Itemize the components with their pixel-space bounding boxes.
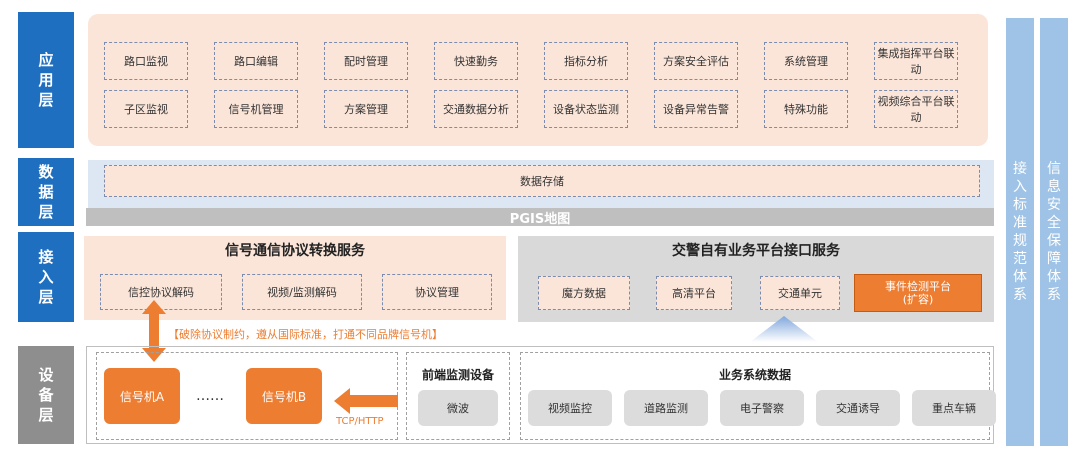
layer-label-device: 设备层 — [18, 346, 74, 444]
signal-machine-b-label: 信号机B — [261, 389, 307, 404]
app-item-row2-label: 交通数据分析 — [443, 103, 509, 116]
app-item-row1-label: 路口监视 — [124, 55, 168, 68]
pgis-map-label: PGIS地图 — [509, 211, 571, 227]
app-item-row1-7: 系统管理 — [764, 42, 848, 80]
hd-platform-label: 高清平台 — [672, 287, 716, 300]
business-item-label: 视频监控 — [548, 402, 592, 415]
app-item-row2-label: 特殊功能 — [784, 103, 828, 116]
police-service-title: 交警自有业务平台接口服务 — [672, 243, 840, 259]
app-item-row1-8: 集成指挥平台联动 — [874, 42, 958, 80]
app-item-row2-7: 特殊功能 — [764, 90, 848, 128]
business-item-4: 交通诱导 — [816, 390, 900, 426]
double-arrow-icon — [142, 300, 166, 362]
standard-system-bar: 接入标准规范体系 — [1006, 18, 1034, 446]
app-item-row2-6: 设备异常告警 — [654, 90, 738, 128]
app-item-row1-1: 路口监视 — [104, 42, 188, 80]
app-item-row2-8: 视频综合平台联动 — [874, 90, 958, 128]
app-item-row2-2: 信号机管理 — [214, 90, 298, 128]
app-item-row1-5: 指标分析 — [544, 42, 628, 80]
data-storage-box: 数据存储 — [104, 165, 980, 197]
frontend-device-title: 前端监测设备 — [421, 368, 494, 382]
protocol-manage-label: 协议管理 — [415, 286, 459, 299]
app-item-row2-label: 设备状态监测 — [553, 103, 619, 116]
app-item-row1-label: 系统管理 — [784, 55, 828, 68]
app-item-row2-4: 交通数据分析 — [434, 90, 518, 128]
business-item-3: 电子警察 — [720, 390, 804, 426]
app-item-row1-label: 指标分析 — [564, 55, 608, 68]
business-item-5: 重点车辆 — [912, 390, 996, 426]
protocol-notice: 【破除协议制约，遵从国际标准，打通不同品牌信号机】 — [168, 328, 443, 341]
protocol-manage-box: 协议管理 — [382, 274, 492, 310]
app-item-row2-label: 设备异常告警 — [663, 103, 729, 116]
video-decode-label: 视频/监测解码 — [267, 286, 337, 299]
signal-machine-a: 信号机A — [104, 368, 180, 424]
standard-system-label: 接入标准规范体系 — [1013, 161, 1027, 303]
mofang-data-label: 魔方数据 — [562, 287, 606, 300]
frontend-device-group — [406, 352, 510, 440]
app-item-row1-label: 快速勤务 — [454, 55, 498, 68]
security-system-label: 信息安全保障体系 — [1047, 161, 1061, 303]
microwave-box: 微波 — [418, 390, 498, 426]
signal-service-title: 信号通信协议转换服务 — [225, 243, 365, 259]
layer-label-access: 接入层 — [18, 232, 74, 322]
signal-machine-b: 信号机B — [246, 368, 322, 424]
microwave-label: 微波 — [447, 402, 469, 415]
mofang-data-box: 魔方数据 — [538, 276, 630, 310]
business-item-2: 道路监测 — [624, 390, 708, 426]
event-detection-expand-label: (扩容) — [902, 293, 934, 306]
app-item-row1-3: 配时管理 — [324, 42, 408, 80]
app-item-row2-label: 方案管理 — [344, 103, 388, 116]
traffic-unit-label: 交通单元 — [778, 287, 822, 300]
business-item-label: 重点车辆 — [932, 402, 976, 415]
business-item-label: 道路监测 — [644, 402, 688, 415]
signal-machine-a-label: 信号机A — [119, 389, 165, 404]
app-item-row2-1: 子区监视 — [104, 90, 188, 128]
app-item-row1-label: 配时管理 — [344, 55, 388, 68]
pgis-map-bar: PGIS地图 — [86, 208, 994, 227]
hd-platform-box: 高清平台 — [656, 276, 732, 310]
app-item-row2-5: 设备状态监测 — [544, 90, 628, 128]
security-system-bar: 信息安全保障体系 — [1040, 18, 1068, 446]
video-decode-box: 视频/监测解码 — [242, 274, 362, 310]
up-arrow-icon — [750, 316, 818, 342]
app-item-row1-label: 方案安全评估 — [663, 55, 729, 68]
business-item-1: 视频监控 — [528, 390, 612, 426]
data-storage-label: 数据存储 — [520, 175, 564, 188]
left-arrow-icon — [334, 388, 398, 414]
app-item-row2-label: 子区监视 — [124, 103, 168, 116]
app-item-row1-label: 集成指挥平台联动 — [877, 47, 955, 76]
app-item-row1-2: 路口编辑 — [214, 42, 298, 80]
traffic-unit-box: 交通单元 — [760, 276, 840, 310]
event-detection-box: 事件检测平台 (扩容) — [854, 274, 982, 312]
app-item-row1-4: 快速勤务 — [434, 42, 518, 80]
layer-label-data: 数据层 — [18, 158, 74, 226]
layer-label-app: 应用层 — [18, 12, 74, 148]
app-item-row1-6: 方案安全评估 — [654, 42, 738, 80]
app-item-row2-label: 信号机管理 — [228, 103, 284, 116]
business-data-title: 业务系统数据 — [718, 368, 791, 382]
ellipsis: …… — [196, 388, 224, 404]
app-item-row2-3: 方案管理 — [324, 90, 408, 128]
app-item-row2-label: 视频综合平台联动 — [877, 95, 955, 124]
event-detection-label: 事件检测平台 — [885, 280, 951, 293]
signal-decode-label: 信控协议解码 — [128, 286, 194, 299]
app-item-row1-label: 路口编辑 — [234, 55, 278, 68]
tcp-http-label: TCP/HTTP — [336, 416, 384, 427]
business-item-label: 交通诱导 — [836, 402, 880, 415]
business-item-label: 电子警察 — [740, 402, 784, 415]
